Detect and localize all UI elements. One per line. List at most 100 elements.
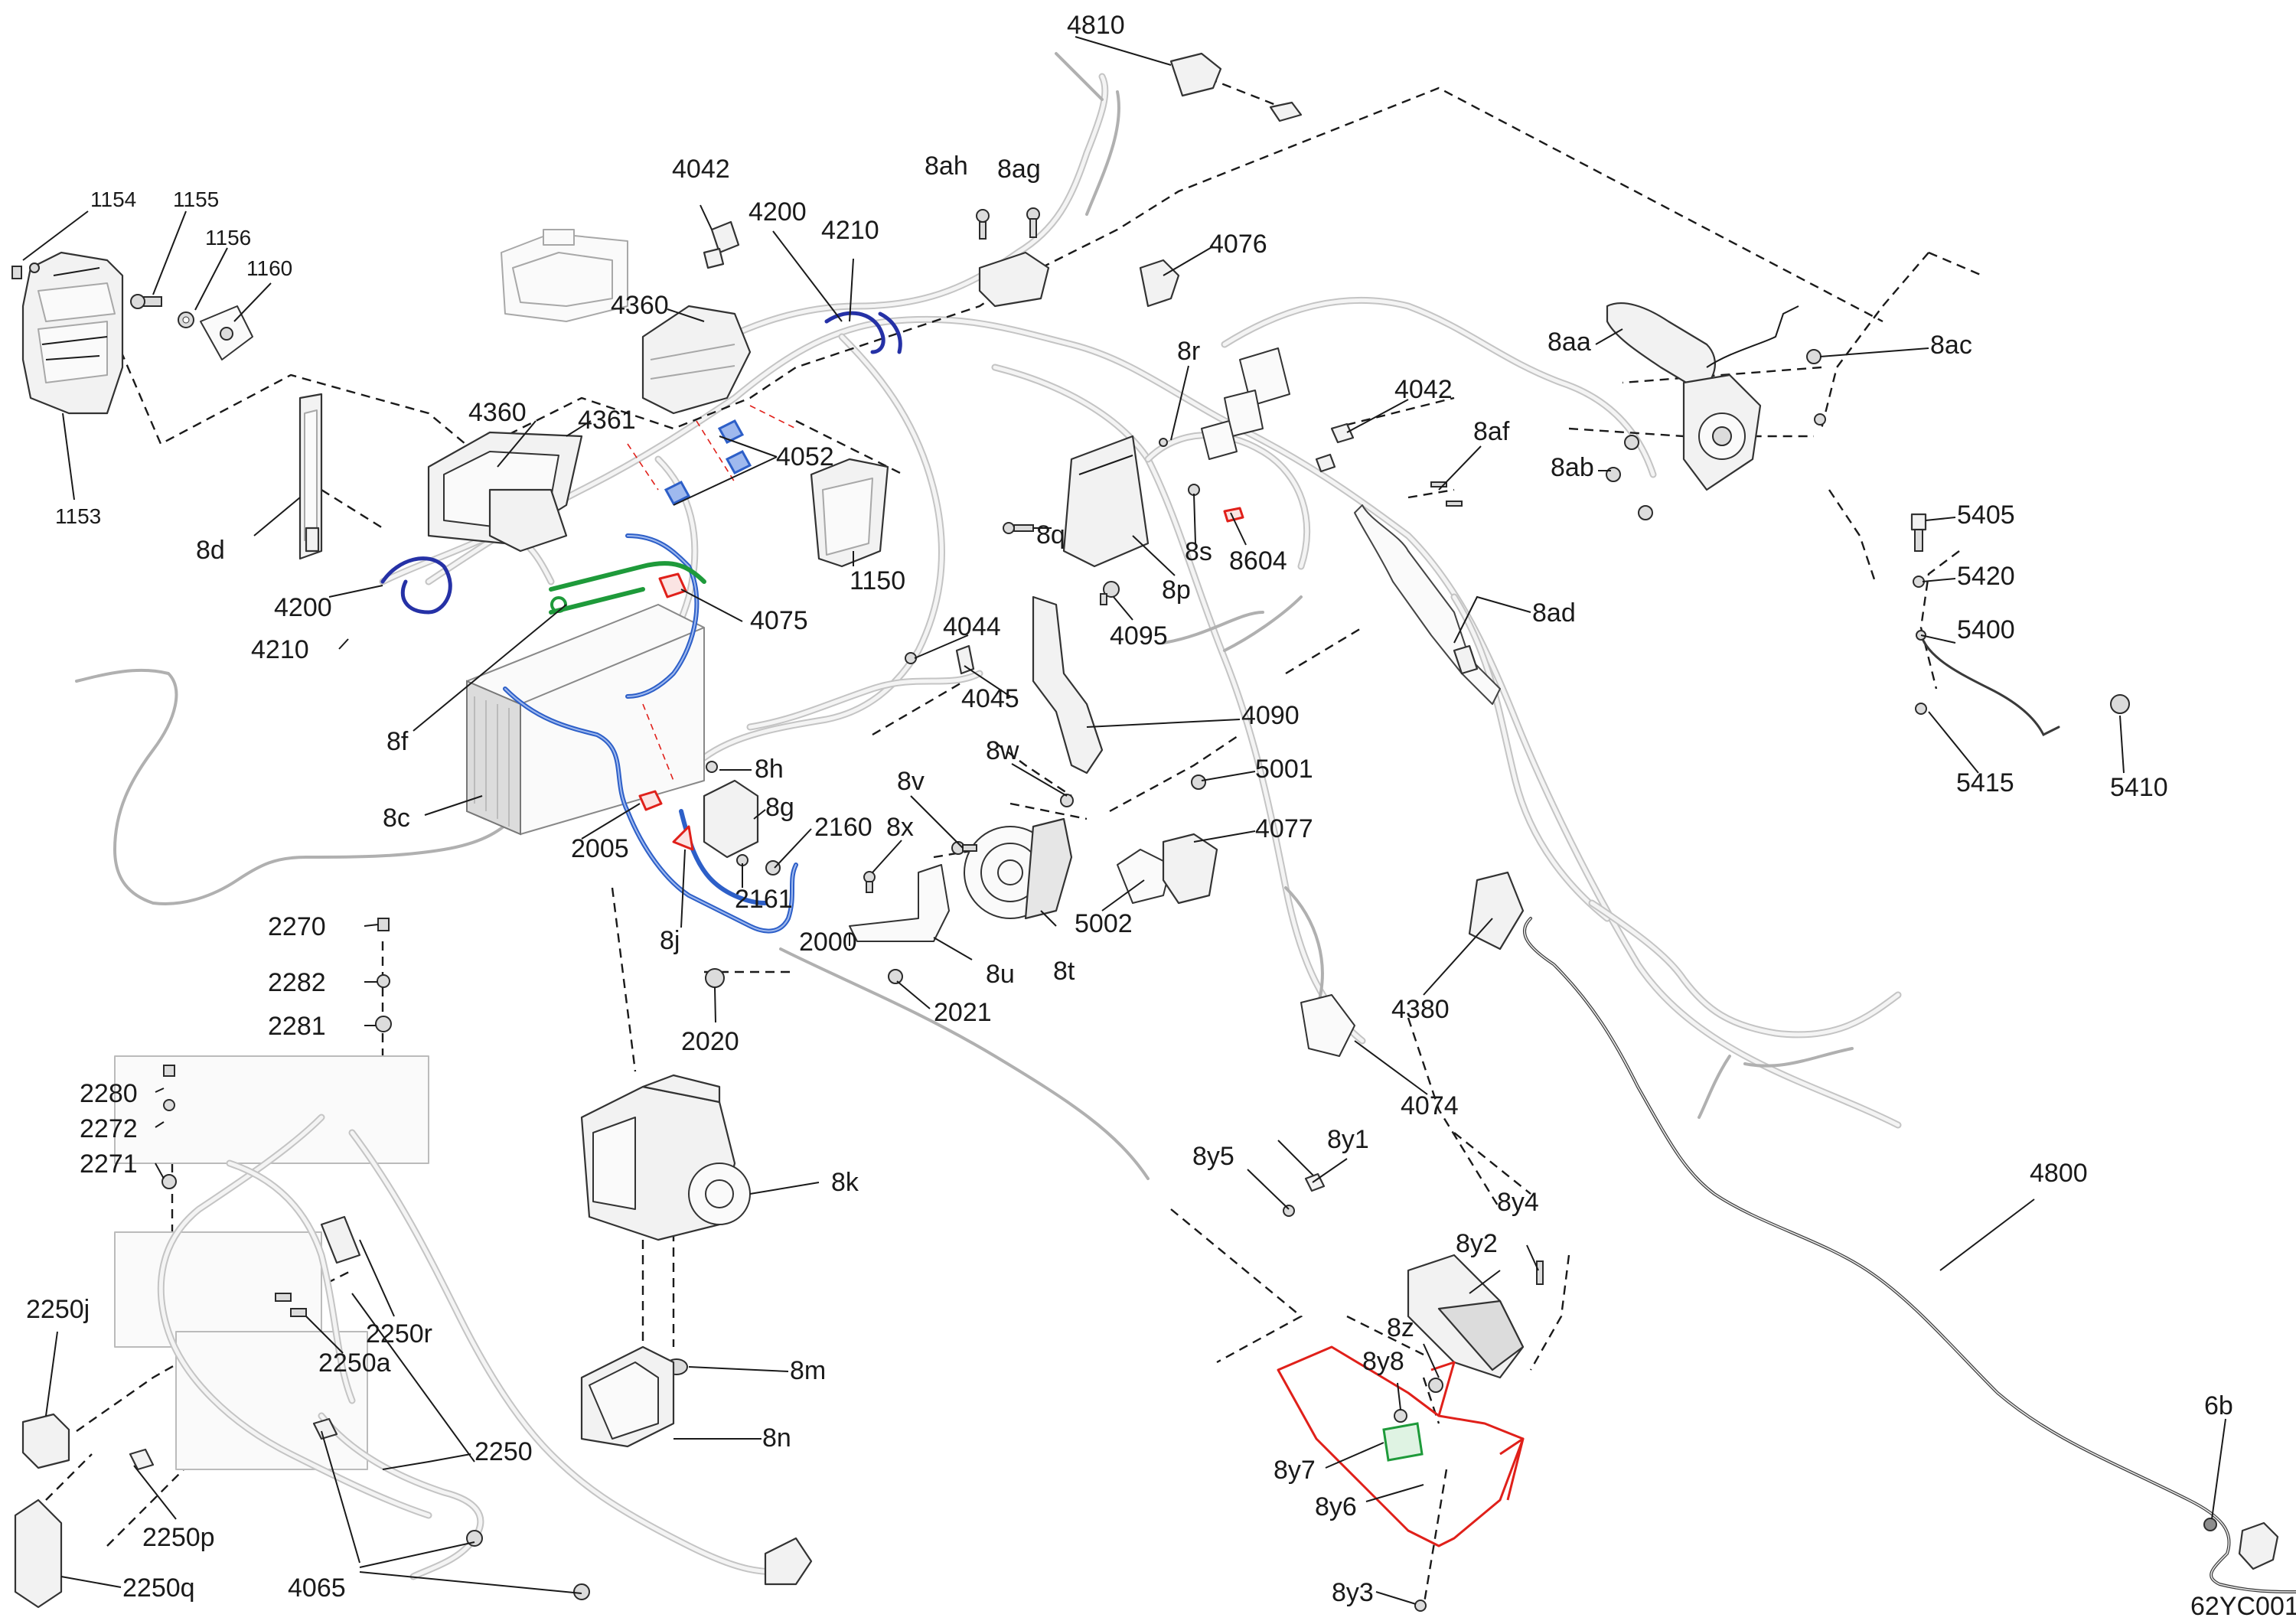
label-8j: 8j: [660, 926, 680, 955]
label-8ag: 8ag: [997, 155, 1041, 184]
nut-5001: [1191, 774, 1206, 790]
label-8m: 8m: [790, 1356, 826, 1385]
label-8af: 8af: [1473, 417, 1510, 446]
label-2020: 2020: [681, 1027, 739, 1056]
nut-2020: [705, 968, 725, 988]
label-8q: 8q: [1036, 520, 1065, 549]
label-1155: 1155: [173, 188, 219, 211]
module-1150: [810, 458, 889, 568]
label-4210-left: 4210: [251, 635, 309, 664]
screw-8v: [951, 841, 977, 855]
label-4210-top: 4210: [821, 216, 879, 245]
nut-2021: [888, 969, 903, 984]
navy-harness-4200: [380, 311, 902, 615]
label-5001: 5001: [1255, 755, 1313, 784]
label-8k: 8k: [831, 1168, 859, 1197]
linkage-8y1: [1277, 1140, 1326, 1192]
label-5002: 5002: [1075, 909, 1133, 938]
screw-8ah: [976, 209, 990, 240]
label-2282: 2282: [268, 968, 326, 997]
label-1154: 1154: [90, 188, 136, 211]
clip-2250r: [320, 1215, 361, 1264]
red-connector-8604: [1223, 507, 1244, 523]
clip-4065: [312, 1417, 590, 1600]
horn-8t: [964, 817, 1073, 920]
bolt-1155: [130, 294, 162, 309]
screw-2160: [765, 860, 781, 876]
screw-8q: [1003, 522, 1034, 534]
label-4052: 4052: [776, 442, 834, 471]
red-fuse-2005: [638, 790, 663, 811]
hardware-stack-2270: [161, 918, 392, 1189]
screws-8ab: [1606, 413, 1826, 520]
label-8y7: 8y7: [1274, 1456, 1316, 1485]
nut-8y8: [1394, 1409, 1407, 1423]
screw-4095: [1100, 581, 1120, 605]
cable-4800: [1522, 917, 2296, 1593]
screw-8z: [1428, 1378, 1443, 1393]
bracket-1153: [21, 251, 124, 415]
washer-1156: [178, 311, 194, 328]
clip-4044: [905, 652, 917, 664]
label-1153: 1153: [55, 504, 101, 528]
connector-4042-right: [1315, 422, 1355, 473]
label-6b: 6b: [2204, 1391, 2233, 1420]
label-2281: 2281: [268, 1012, 326, 1041]
label-2250j: 2250j: [26, 1295, 90, 1324]
actuator-8y2: [1407, 1254, 1525, 1379]
label-8c: 8c: [383, 804, 410, 833]
label-2270: 2270: [268, 912, 326, 941]
label-8v: 8v: [897, 767, 925, 796]
label-5415: 5415: [1956, 768, 2014, 797]
clips-2250a: [275, 1293, 307, 1317]
bracket-8y6: [1277, 1345, 1525, 1547]
label-5410: 5410: [2110, 773, 2168, 802]
label-4810: 4810: [1067, 11, 1125, 40]
label-4077: 4077: [1255, 814, 1313, 843]
label-4076: 4076: [1209, 230, 1267, 259]
connector-4042-top: [703, 220, 740, 269]
label-4361: 4361: [578, 406, 636, 435]
label-8z: 8z: [1387, 1313, 1414, 1342]
red-connector-4075: [658, 572, 687, 598]
label-1156: 1156: [205, 226, 251, 249]
label-4042-right: 4042: [1394, 375, 1453, 404]
clamp-4074: [1300, 994, 1355, 1057]
label-2250q: 2250q: [122, 1573, 195, 1603]
label-8604: 8604: [1229, 546, 1287, 576]
label-8ab: 8ab: [1551, 453, 1594, 482]
main-wiring-harness: [75, 52, 1902, 1180]
label-8d: 8d: [196, 536, 225, 565]
label-8g: 8g: [765, 793, 794, 822]
module-4360-left: [427, 431, 583, 553]
bracket-8u: [849, 864, 950, 942]
connector-4077: [1162, 833, 1218, 905]
label-4065: 4065: [288, 1573, 346, 1603]
label-2271: 2271: [80, 1150, 138, 1179]
label-2250: 2250: [475, 1437, 533, 1466]
connector-4810: [1169, 52, 1303, 122]
clip-4045: [955, 644, 975, 675]
label-8y4: 8y4: [1497, 1188, 1539, 1217]
label-8y3: 8y3: [1332, 1578, 1374, 1607]
label-2021: 2021: [934, 998, 992, 1027]
label-4074: 4074: [1401, 1091, 1459, 1120]
label-8h: 8h: [755, 755, 784, 784]
screw-8r: [1159, 438, 1168, 447]
label-2280: 2280: [80, 1079, 138, 1108]
screw-8ac: [1806, 349, 1821, 364]
screw-8w: [1060, 794, 1074, 807]
label-5400: 5400: [1957, 615, 2015, 644]
label-8aa: 8aa: [1548, 328, 1591, 357]
label-8y5: 8y5: [1192, 1142, 1234, 1171]
screw-8y5: [1283, 1205, 1295, 1217]
label-1150: 1150: [850, 566, 905, 595]
label-4042-top: 4042: [672, 155, 730, 184]
module-4360-upper: [501, 229, 752, 415]
connector-4380: [1468, 871, 1525, 951]
label-8n: 8n: [762, 1423, 791, 1453]
label-8r: 8r: [1177, 337, 1200, 366]
clip-2250p: [129, 1448, 155, 1471]
bracket-2250q: [14, 1498, 63, 1609]
